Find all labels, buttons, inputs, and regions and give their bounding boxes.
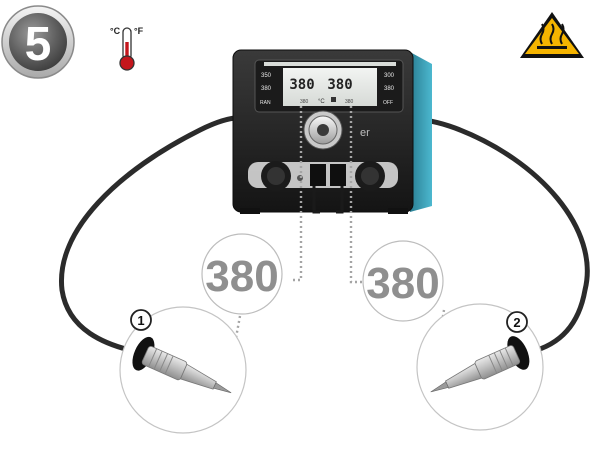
callout-2-number: 2 (513, 315, 520, 330)
right-preset-top: 300 (384, 73, 395, 79)
right-preset-mid: 380 (384, 86, 395, 92)
callout-2: 2 (506, 311, 528, 333)
step-number: 5 (25, 18, 52, 71)
left-preset-top: 350 (261, 73, 272, 79)
right-iron-socket (355, 161, 385, 191)
display-right-small: 380 (345, 99, 354, 105)
left-iron-socket (261, 161, 291, 191)
left-preset-mid: 380 (261, 86, 272, 92)
left-soldering-iron (132, 336, 232, 394)
celsius-label: °C (110, 26, 121, 36)
station-display: 380 380 °C 380 380 (283, 68, 377, 106)
callout-1: 1 (130, 309, 152, 331)
right-zoom-temp: 380 (366, 259, 439, 308)
display-left-temp: 380 (289, 77, 314, 93)
hot-surface-warning-icon (520, 12, 584, 58)
right-soldering-iron (430, 336, 530, 393)
display-left-small: 380 (300, 99, 309, 105)
right-status: OFF (383, 100, 393, 106)
left-status: RAN (260, 100, 271, 106)
brand-label: er (360, 127, 370, 139)
control-knob[interactable] (303, 110, 343, 150)
soldering-station: 380 380 °C 380 380 350 380 RAN 300 380 O… (232, 49, 432, 214)
left-iron-detail (119, 306, 247, 434)
thermometer-icon: °C °F (110, 26, 144, 71)
right-zoom-readout: 380 (362, 240, 444, 322)
right-iron-detail (416, 303, 544, 431)
left-zoom-temp: 380 (205, 252, 278, 301)
left-zoom-readout: 380 (201, 233, 283, 315)
fahrenheit-label: °F (134, 26, 144, 36)
step-badge: 5 (1, 5, 75, 79)
display-unit: °C (318, 99, 325, 105)
display-right-temp: 380 (327, 77, 352, 93)
callout-1-number: 1 (137, 313, 144, 328)
